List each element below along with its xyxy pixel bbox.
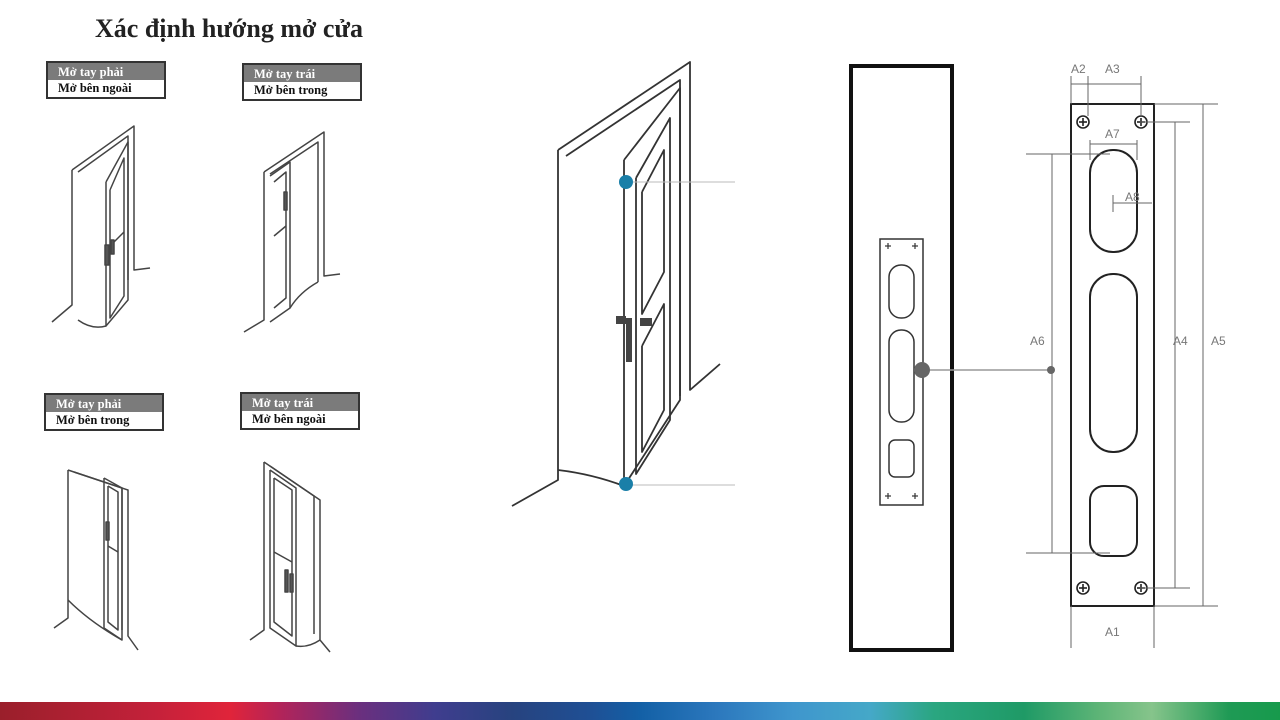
door-illustration-3	[53, 469, 139, 651]
dim-a7: A7	[1105, 127, 1120, 141]
page-title: Xác định hướng mở cửa	[95, 14, 364, 43]
door-label-left-outside: Mở tay trái Mở bên ngoài	[240, 392, 360, 430]
dim-a4: A4	[1173, 334, 1188, 348]
label-handedness: Mở tay phải	[46, 395, 162, 412]
door-label-right-outside: Mở tay phải Mở bên ngoài	[46, 61, 166, 99]
label-handedness: Mở tay trái	[244, 65, 360, 82]
footer-color-bar	[0, 702, 1280, 720]
dim-a6: A6	[1030, 334, 1045, 348]
label-handedness: Mở tay phải	[48, 63, 164, 80]
door-illustration-4	[249, 461, 331, 653]
label-direction: Mở bên trong	[254, 83, 328, 97]
dim-a8: A8	[1125, 190, 1140, 204]
door-label-left-inside: Mở tay trái Mở bên trong	[242, 63, 362, 101]
door-illustration-2	[243, 131, 341, 333]
label-direction: Mở bên trong	[56, 413, 130, 427]
label-handedness: Mở tay trái	[242, 394, 358, 411]
dim-a3: A3	[1105, 62, 1120, 76]
label-direction: Mở bên ngoài	[252, 412, 326, 426]
door-illustration-1	[51, 125, 151, 328]
dimension-lines	[1026, 76, 1218, 648]
hinge-bottom-dot	[619, 477, 633, 491]
dim-a1: A1	[1105, 625, 1120, 639]
hinge-top-dot	[619, 175, 633, 189]
door-label-right-inside: Mở tay phải Mở bên trong	[44, 393, 164, 431]
label-direction: Mở bên ngoài	[58, 81, 132, 95]
door-edge-view	[849, 64, 1055, 652]
door-illustration-large	[511, 61, 721, 507]
faceplate-drawing	[1070, 103, 1155, 607]
dim-a5: A5	[1211, 334, 1226, 348]
dim-a2: A2	[1071, 62, 1086, 76]
